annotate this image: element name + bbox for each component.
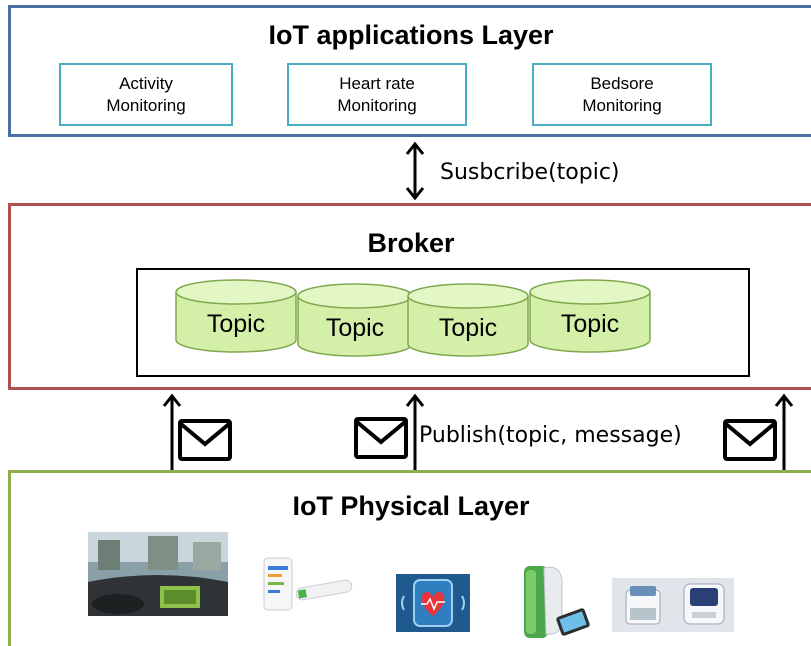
topic-label: Topic	[561, 310, 619, 338]
app-label-line2: Monitoring	[106, 95, 186, 115]
app-label-line2: Monitoring	[337, 95, 417, 115]
app-label-line1: Heart rate	[339, 73, 415, 93]
medical-analyzer-device-icon	[612, 578, 734, 632]
envelope-icon	[723, 419, 777, 461]
app-label-line1: Bedsore	[590, 73, 654, 93]
topic-cylinder: Topic	[407, 283, 529, 357]
subscribe-label: Susbcribe(topic)	[440, 160, 620, 185]
physical-layer-title: IoT Physical Layer	[292, 491, 530, 521]
car-dashboard-device-icon	[88, 532, 228, 616]
envelope-icon	[354, 417, 408, 459]
publish-arrow-left	[162, 393, 182, 472]
glucose-meter-device-icon	[263, 557, 353, 611]
broker-title: Broker	[367, 228, 455, 258]
blood-pressure-monitor-device-icon	[524, 566, 590, 638]
topic-cylinder: Topic	[529, 279, 651, 353]
apps-layer-title: IoT applications Layer	[268, 20, 554, 50]
topic-label: Topic	[207, 310, 265, 338]
envelope-icon	[178, 419, 232, 461]
publish-arrow-center	[405, 393, 425, 472]
app-label-line2: Monitoring	[582, 95, 662, 115]
heart-rate-band-device-icon	[396, 574, 470, 632]
publish-label: Publish(topic, message)	[419, 423, 682, 448]
topics-group: Topic Topic Topic Topic	[175, 279, 651, 357]
topic-label: Topic	[439, 314, 497, 342]
subscribe-double-arrow	[405, 141, 425, 201]
publish-arrow-right	[774, 393, 794, 472]
topic-cylinder: Topic	[297, 283, 413, 357]
topic-cylinder: Topic	[175, 279, 297, 353]
app-label-line1: Activity	[119, 73, 173, 93]
topic-label: Topic	[326, 314, 384, 342]
